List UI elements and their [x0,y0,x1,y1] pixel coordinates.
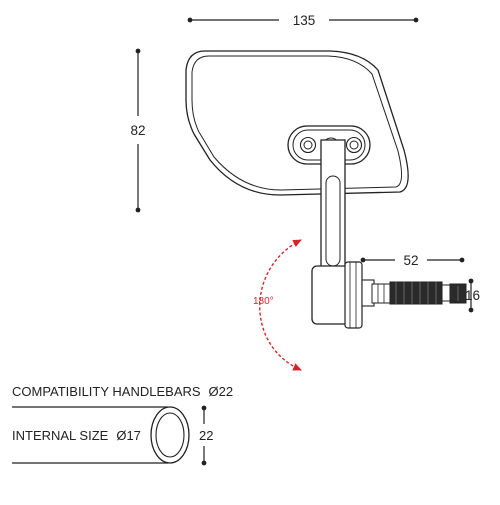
rotation-label: 180° [253,296,274,307]
mirror-glass [185,50,409,196]
height-label: 82 [130,123,145,138]
mirror-arm [320,139,346,279]
clamp-body [311,261,363,329]
height-dimension: 82 [130,48,146,213]
bar-end-insert [361,279,467,307]
tube-height-dimension: 22 [199,405,213,466]
arm-length-dimension: 52 [360,253,465,268]
handlebar-tube [12,406,190,464]
rotation-indicator: 180° [253,239,302,371]
bar-end-label: 16 [465,288,480,303]
width-dimension: 135 [187,13,419,28]
arm-length-label: 52 [403,253,418,268]
bar-end-dimension: 16 [465,278,480,313]
tube-height-label: 22 [199,428,213,443]
width-label: 135 [293,13,316,28]
